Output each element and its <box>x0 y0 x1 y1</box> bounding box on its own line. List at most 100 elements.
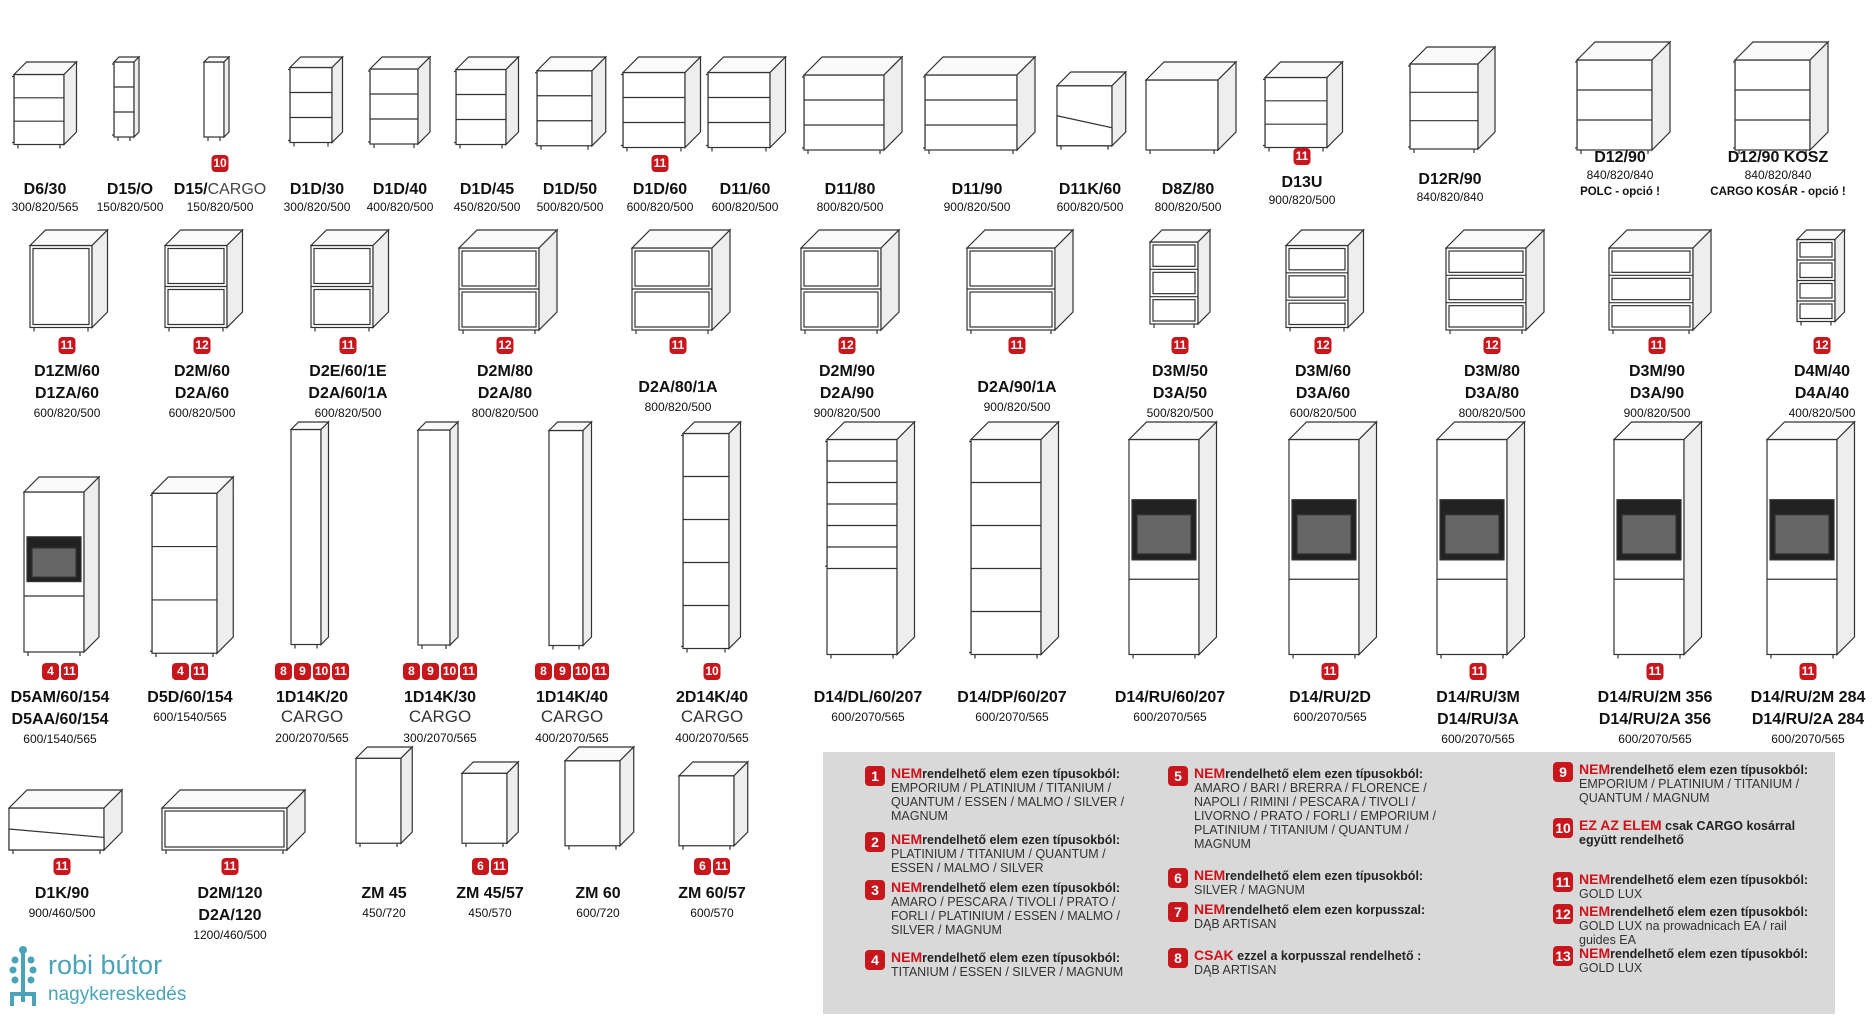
item-d14-ru-3m-code-alt: D14/RU/3A <box>1437 711 1519 728</box>
item-d4m-40-dims: 400/820/500 <box>1788 406 1856 420</box>
item-d3m-80-code: D3M/80 <box>1463 363 1521 380</box>
item-d14-ru-60-207-dims: 600/2070/565 <box>1133 710 1207 724</box>
item-d11-60-drawing <box>706 55 790 152</box>
item-d2a-90-1a-badges: 11 <box>1008 337 1026 354</box>
item-d6-30-drawing <box>12 60 81 149</box>
item-zm-45-57-code: ZM 45/57 <box>456 885 524 902</box>
item-d12r-90-dims: 840/820/840 <box>1416 190 1484 204</box>
item-d3m-80-code-alt: D3A/80 <box>1464 385 1520 402</box>
item-d3m-50-badges: 11 <box>1171 337 1189 354</box>
item-d5am-60-154-code: D5AM/60/154 <box>10 689 110 706</box>
legend-body: AMARO / PESCARA / TIVOLI / PRATO / FORLI… <box>891 895 1120 937</box>
item-d5d-60-154-dims: 600/1540/565 <box>153 710 227 724</box>
item-d12-90-kosz-code: D12/90 KOSZ <box>1727 149 1829 166</box>
restriction-badge: 10 <box>211 155 229 172</box>
legend-number-badge: 6 <box>1168 868 1188 888</box>
restriction-badge: 9 <box>422 663 439 680</box>
item-d14-ru-2m-356-drawing <box>1612 420 1706 659</box>
item-1d14k-40-code: 1D14K/40 <box>535 689 609 706</box>
item-d1d-40-code: D1D/40 <box>372 181 428 198</box>
restriction-badge: 12 <box>1314 337 1332 354</box>
restriction-badge: 11 <box>332 663 349 680</box>
item-d11-90-drawing <box>923 55 1039 154</box>
item-d1d-30-code: D1D/30 <box>289 181 345 198</box>
restriction-badge: 10 <box>313 663 330 680</box>
item-d11-80-drawing <box>802 55 906 154</box>
item-d3m-50-dims: 500/820/500 <box>1146 406 1214 420</box>
legend-number-badge: 5 <box>1168 766 1188 786</box>
item-d14-ru-2m-284-badges: 11 <box>1799 663 1817 680</box>
item-d13u-code: D13U <box>1281 174 1323 191</box>
item-d2a-90-1a-code: D2A/90/1A <box>977 379 1057 396</box>
legend-body: DĄB ARTISAN <box>1194 963 1277 977</box>
item-d14-dp-60-207-code: D14/DP/60/207 <box>957 689 1067 706</box>
item-d3m-60-dims: 600/820/500 <box>1289 406 1357 420</box>
restriction-badge: 12 <box>838 337 856 354</box>
item-d3m-90-dims: 900/820/500 <box>1623 406 1691 420</box>
restriction-badge: 11 <box>592 663 609 680</box>
item-d2m-80-dims: 800/820/500 <box>471 406 539 420</box>
legend-body: PLATINIUM / TITANIUM / QUANTUM / ESSEN /… <box>891 847 1106 875</box>
item-d2m-90-drawing <box>799 228 903 334</box>
item-d5am-60-154-drawing <box>22 475 103 656</box>
item-d3m-60-drawing <box>1284 228 1368 332</box>
item-d1d-40-dims: 400/820/500 <box>366 200 434 214</box>
item-d12-90-note: POLC - opció ! <box>1580 186 1660 198</box>
item-d14-ru-2d-code: D14/RU/2D <box>1289 689 1371 706</box>
item-zm-45-57-drawing <box>460 760 522 848</box>
item-d3m-90-code: D3M/90 <box>1628 363 1686 380</box>
tree-logo-icon <box>9 946 37 1006</box>
restriction-badge: 11 <box>191 663 208 680</box>
restriction-badge: 11 <box>651 155 669 172</box>
item-d2m-120-badges: 11 <box>221 858 239 875</box>
item-d8z-80-drawing <box>1144 60 1240 154</box>
item-d14-ru-2d-drawing <box>1287 420 1381 659</box>
item-d1d-45-code: D1D/45 <box>459 181 515 198</box>
item-d12-90-kosz-drawing <box>1732 40 1832 154</box>
item-d2a-80-1a-drawing <box>630 228 734 334</box>
restriction-badge: 8 <box>535 663 552 680</box>
legend-number-badge: 10 <box>1553 818 1573 838</box>
legend-number-badge: 8 <box>1168 948 1188 968</box>
item-d3m-90-drawing <box>1607 228 1715 334</box>
item-d4m-40-code-alt: D4A/40 <box>1794 385 1850 402</box>
item-d14-ru-3m-badges: 11 <box>1469 663 1487 680</box>
restriction-badge: 12 <box>496 337 514 354</box>
item-d12r-90-code: D12R/90 <box>1418 171 1482 188</box>
restriction-badge: 11 <box>491 858 508 875</box>
legend-body: EMPORIUM / PLATINIUM / TITANIUM / QUANTU… <box>1579 777 1800 805</box>
item-d2m-90-dims: 900/820/500 <box>813 406 881 420</box>
item-d11-60-dims: 600/820/500 <box>711 200 779 214</box>
item-d4m-40-drawing <box>1795 228 1849 326</box>
legend-heading: NEMrendelhető elem ezen típusokból: <box>1194 765 1424 781</box>
item-d15-o-drawing <box>112 55 143 141</box>
item-d6-30-dims: 300/820/565 <box>11 200 79 214</box>
restriction-badge: 8 <box>275 663 292 680</box>
restriction-badge: 11 <box>1799 663 1817 680</box>
item-d2a-80-1a-code: D2A/80/1A <box>638 379 718 396</box>
item-d14-dl-60-207-drawing <box>825 420 919 659</box>
item-d2m-80-code-alt: D2A/80 <box>477 385 533 402</box>
legend-heading: NEMrendelhető elem ezen korpusszal: <box>1194 901 1426 917</box>
brand-tagline: nagykereskedés <box>48 984 187 1005</box>
item-d3m-60-code-alt: D3A/60 <box>1295 385 1351 402</box>
legend-number-badge: 2 <box>865 832 885 852</box>
restriction-badge: 10 <box>573 663 590 680</box>
item-1d14k-30-drawing <box>416 420 462 649</box>
legend-body: DĄB ARTISAN <box>1194 917 1277 931</box>
item-d1zm-60-drawing <box>28 228 112 332</box>
item-d1d-50-dims: 500/820/500 <box>536 200 604 214</box>
restriction-badge: 11 <box>713 858 730 875</box>
item-zm-45-57-dims: 450/570 <box>468 906 512 920</box>
item-d1zm-60-code: D1ZM/60 <box>34 363 100 380</box>
item-d14-ru-2d-badges: 11 <box>1321 663 1339 680</box>
item-d2m-120-code: D2M/120 <box>197 885 263 902</box>
item-d4m-40-badges: 12 <box>1813 337 1831 354</box>
item-d2a-90-1a-drawing <box>965 228 1077 334</box>
legend-heading: NEMrendelhető elem ezen típusokból: <box>1579 903 1809 919</box>
legend-number-badge: 7 <box>1168 902 1188 922</box>
item-d14-ru-2m-356-code: D14/RU/2M 356 <box>1597 689 1713 706</box>
